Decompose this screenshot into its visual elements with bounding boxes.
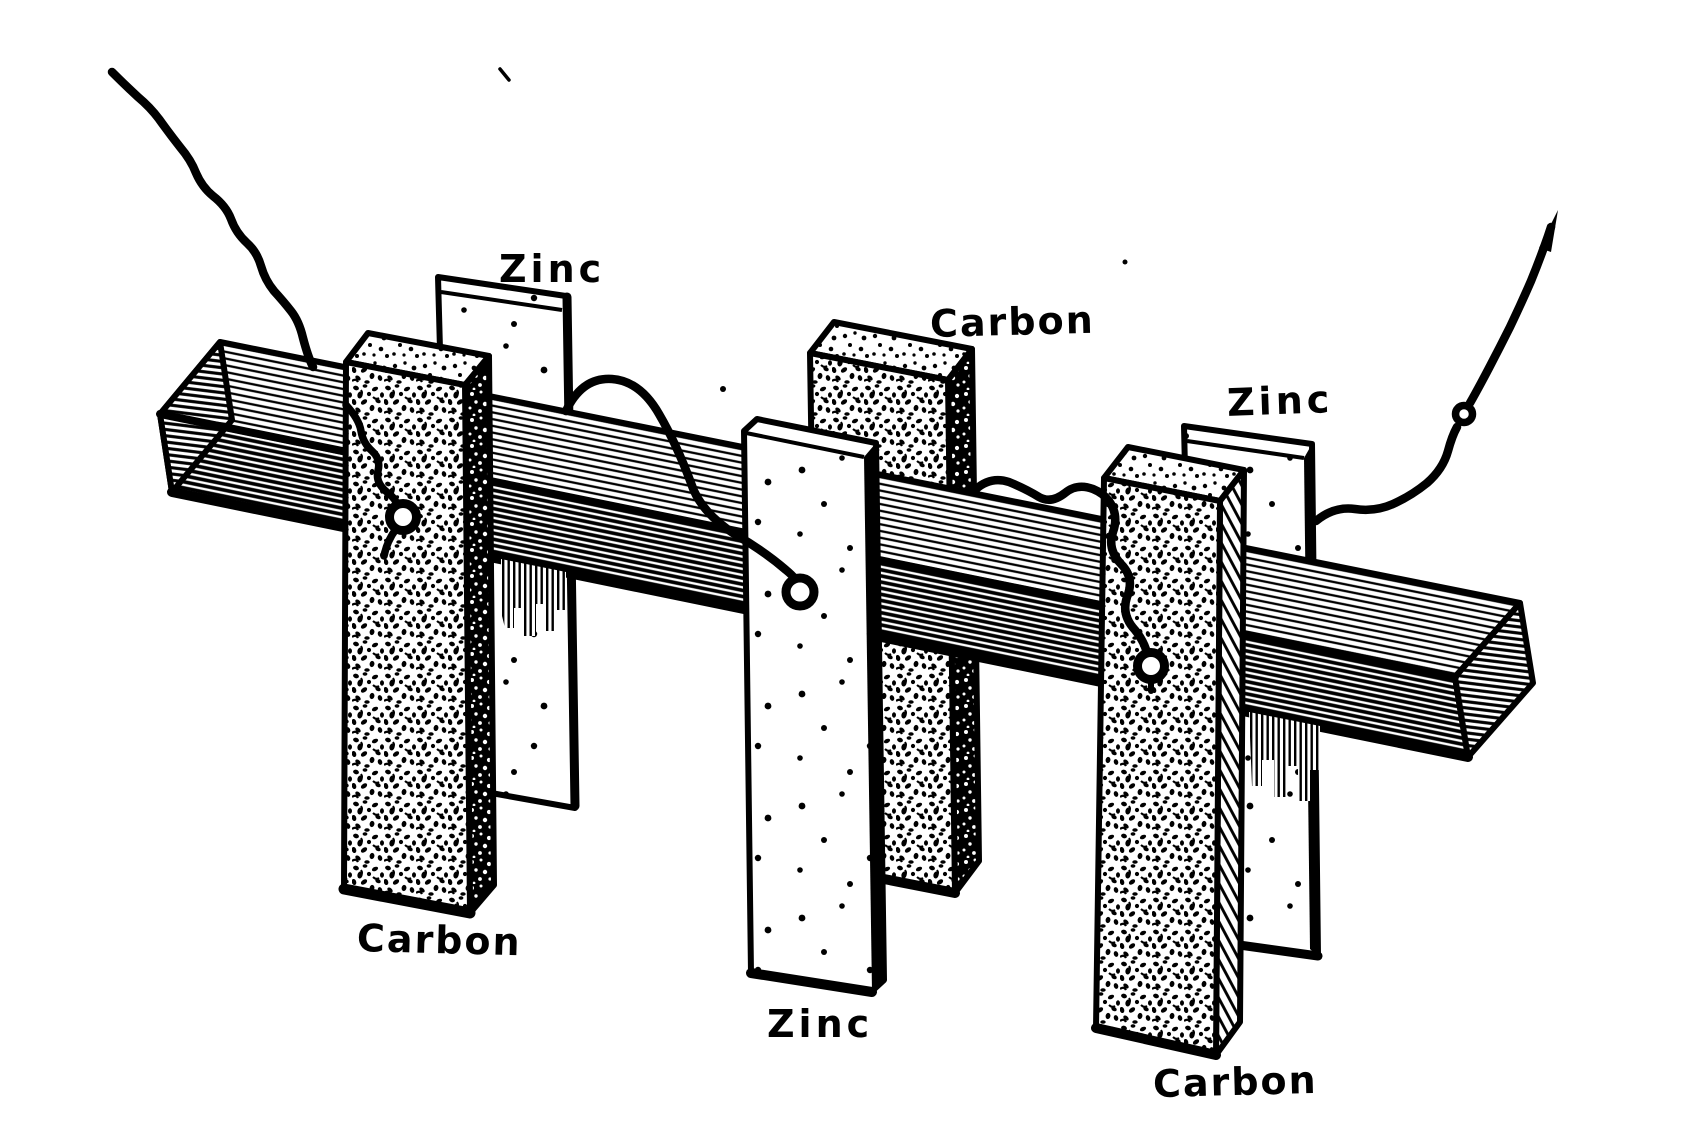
label-zinc-top-left: Zinc	[499, 247, 605, 291]
zinc-plate-2-silhouette	[741, 416, 887, 995]
zinc-plate-1-thickness-line	[440, 290, 563, 312]
lead-wire-right-upper	[1465, 222, 1556, 408]
wire-on-carbon-1	[342, 401, 402, 511]
label-zinc-bottom-middle: Zinc	[767, 1002, 873, 1046]
label-carbon-bottom-right: Carbon	[1152, 1058, 1318, 1106]
lead-wire-right	[1311, 210, 1558, 526]
label-carbon-bottom-left: Carbon	[356, 916, 522, 964]
zinc-plate-2-edge-sliver	[864, 443, 884, 992]
terminal-eyelet-1	[385, 499, 421, 535]
carbon-block-1	[338, 330, 497, 919]
carbon-block-1-bottom-edge	[338, 883, 476, 919]
lead-wire-arrow-tip	[1539, 210, 1558, 252]
lead-wire-right-lower	[1311, 422, 1462, 526]
terminal-eyelet-3	[1133, 648, 1169, 684]
connector-wire-left-pair	[561, 374, 804, 591]
ink-specks	[498, 67, 1128, 392]
ink-speck-dot	[720, 386, 726, 392]
lead-wire-left	[107, 67, 318, 372]
label-carbon-top-middle: Carbon	[930, 298, 1096, 346]
connector-wire-right-pair	[971, 475, 1152, 658]
bar-shadow-hatch-left	[501, 559, 566, 636]
bar-shadow-hatch-right	[1249, 712, 1320, 801]
ink-speck-tick	[498, 67, 511, 82]
zinc-plate-2-bottom-edge	[746, 968, 877, 997]
ink-speck-dot-2	[1122, 259, 1128, 265]
terminal-eyelet-2	[781, 573, 819, 611]
zinc-plate-2	[741, 416, 887, 997]
carbon-block-3	[1091, 444, 1247, 1060]
lead-wire-right-loop	[1451, 401, 1477, 427]
carbon-block-3-bottom-edge	[1091, 1023, 1221, 1060]
zinc-plate-3-thickness-line	[1186, 439, 1305, 460]
carbon-block-3-front-face	[1093, 475, 1223, 1058]
zinc-plate-2-thickness-line	[745, 431, 865, 459]
label-zinc-top-right: Zinc	[1226, 377, 1334, 425]
